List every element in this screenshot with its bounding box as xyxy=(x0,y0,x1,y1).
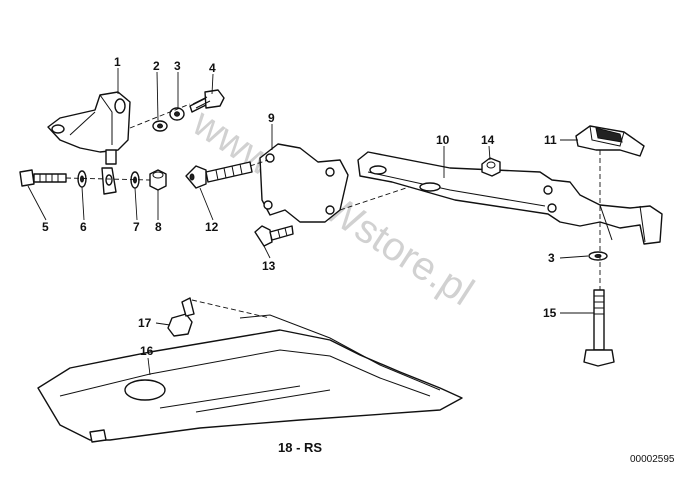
part-12-bolt[interactable] xyxy=(185,161,253,189)
part-4-bolt[interactable] xyxy=(189,89,225,113)
figure-caption: 18 - RS xyxy=(278,440,322,455)
part-17-screw[interactable] xyxy=(167,297,195,337)
bracket-tab xyxy=(101,167,117,195)
callout-8[interactable]: 8 xyxy=(155,220,162,234)
part-14-nut[interactable] xyxy=(481,157,501,177)
part-15-bolt[interactable] xyxy=(583,289,615,367)
part-11-pad[interactable] xyxy=(575,125,645,157)
callout-9[interactable]: 9 xyxy=(268,111,275,125)
part-1-bracket[interactable] xyxy=(47,91,131,165)
part-2-washer[interactable] xyxy=(152,120,168,132)
callout-12[interactable]: 12 xyxy=(205,220,219,234)
callout-7[interactable]: 7 xyxy=(133,220,140,234)
callouts: 1 2 3 4 5 6 7 8 9 10 11 12 13 14 3 15 17… xyxy=(42,55,557,358)
axis-line-17 xyxy=(191,299,271,319)
callout-14[interactable]: 14 xyxy=(481,133,495,147)
part-9-plate[interactable] xyxy=(259,143,349,223)
callout-5[interactable]: 5 xyxy=(42,220,49,234)
part-13-bolt[interactable] xyxy=(254,225,294,247)
callout-13[interactable]: 13 xyxy=(262,259,276,273)
part-16-cover[interactable] xyxy=(37,314,463,443)
callout-4[interactable]: 4 xyxy=(209,61,216,75)
callout-10[interactable]: 10 xyxy=(436,133,450,147)
part-3-washer-upper[interactable] xyxy=(169,107,185,121)
part-6-washer[interactable] xyxy=(77,170,87,188)
callout-1[interactable]: 1 xyxy=(114,55,121,69)
axis-line-5-8 xyxy=(65,177,151,181)
callout-2[interactable]: 2 xyxy=(153,59,160,73)
callout-15[interactable]: 15 xyxy=(543,306,557,320)
callout-17[interactable]: 17 xyxy=(138,316,152,330)
part-3-washer-lower[interactable] xyxy=(588,251,608,261)
axis-line-12-9 xyxy=(249,159,269,167)
part-8-nut[interactable] xyxy=(149,169,167,191)
callout-6[interactable]: 6 xyxy=(80,220,87,234)
axis-line-1-4 xyxy=(129,103,191,129)
callout-3-lower[interactable]: 3 xyxy=(548,251,555,265)
callout-3[interactable]: 3 xyxy=(174,59,181,73)
callout-11[interactable]: 11 xyxy=(544,133,557,147)
drawing-number: 00002595 xyxy=(630,454,675,465)
callout-16[interactable]: 16 xyxy=(140,344,154,358)
leader-lines xyxy=(27,68,594,376)
part-10-bracket[interactable] xyxy=(357,151,663,245)
part-5-bolt[interactable] xyxy=(19,169,67,187)
